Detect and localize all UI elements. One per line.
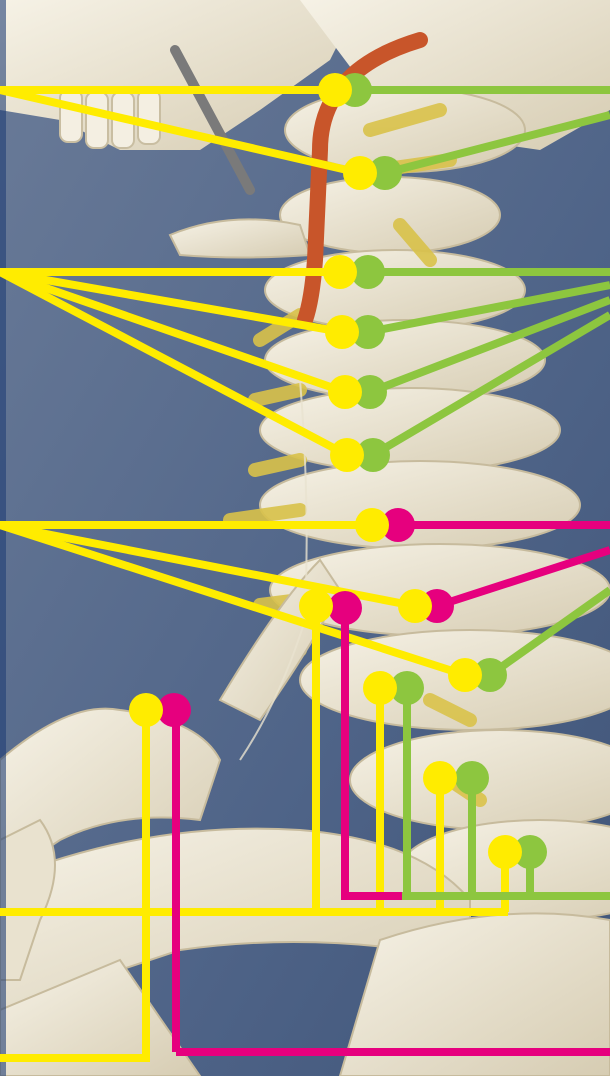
spine-photo — [0, 0, 610, 1076]
anatomy-figure — [0, 0, 610, 1076]
